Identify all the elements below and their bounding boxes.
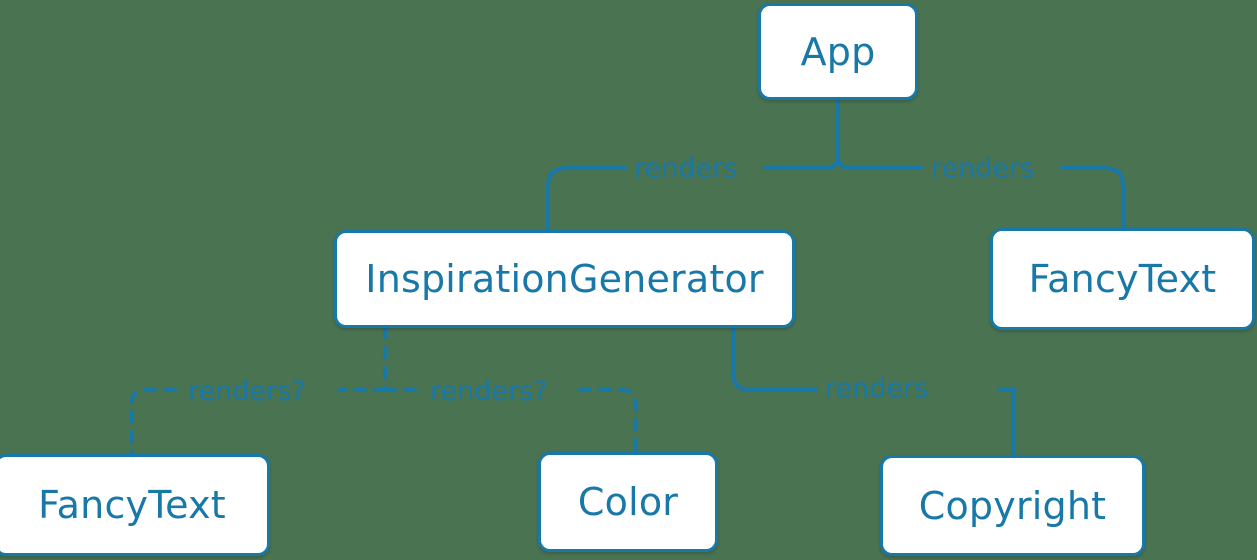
edge-inspiration-copyright-tail: [998, 388, 1015, 457]
edge-app-inspiration-tail: [546, 166, 627, 232]
node-app-label: App: [800, 29, 876, 74]
node-fancytext-bottom-label: FancyText: [38, 483, 226, 527]
node-copyright[interactable]: Copyright: [880, 455, 1145, 556]
node-color[interactable]: Color: [538, 452, 718, 552]
node-inspiration-generator-label: InspirationGenerator: [365, 257, 764, 301]
edge-app-stem-right: [836, 153, 852, 170]
edge-label-inspiration-copyright: renders: [825, 373, 929, 404]
node-fancytext-bottom[interactable]: FancyText: [0, 454, 270, 556]
edge-label-app-fancytext: renders: [931, 153, 1035, 184]
node-fancytext-right[interactable]: FancyText: [990, 228, 1255, 330]
edge-inspiration-copyright: [731, 326, 818, 392]
edge-inspiration-color-dashed-tail: [578, 388, 637, 454]
node-app[interactable]: App: [758, 3, 918, 100]
edge-label-inspiration-color: renders?: [430, 376, 548, 407]
node-inspiration-generator[interactable]: InspirationGenerator: [334, 230, 795, 328]
node-fancytext-right-label: FancyText: [1028, 257, 1217, 301]
edge-inspiration-fancytext-dashed-tail: [130, 388, 177, 456]
edge-label-inspiration-fancytext: renders?: [188, 376, 306, 407]
node-copyright-label: Copyright: [918, 483, 1107, 528]
edge-app-fancytext-tail: [1060, 166, 1125, 230]
node-color-label: Color: [577, 480, 679, 524]
edge-label-app-inspiration: renders: [634, 153, 738, 184]
